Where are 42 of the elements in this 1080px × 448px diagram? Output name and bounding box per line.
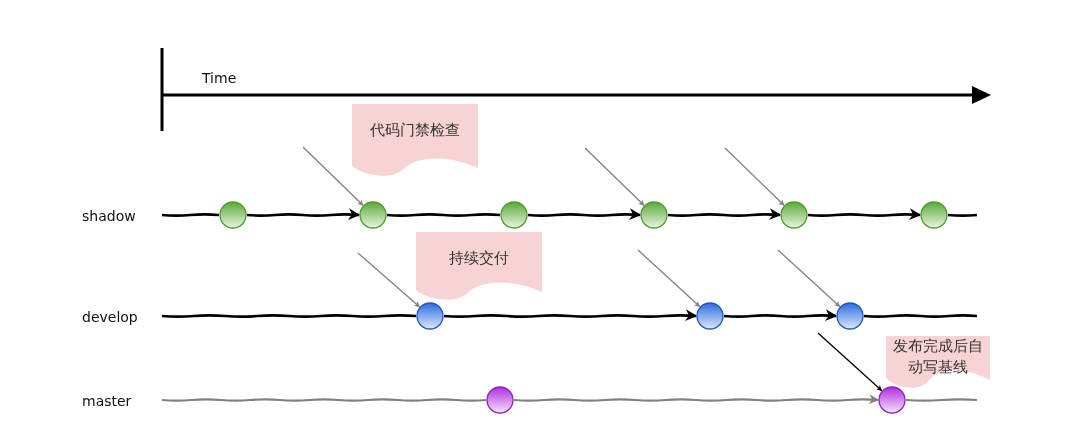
commit-circle <box>416 302 444 330</box>
lane-label: master <box>82 393 132 409</box>
commit-circle <box>500 201 528 229</box>
commit-circle <box>878 386 906 414</box>
commit-circle <box>920 201 948 229</box>
branch-line <box>807 208 922 220</box>
arrow <box>777 249 841 308</box>
arrow <box>302 146 364 206</box>
branch-line <box>527 208 642 220</box>
branch-line <box>667 208 782 220</box>
note-text: 持续交付 <box>448 248 510 269</box>
note-text: 代码门禁检查 <box>369 120 461 141</box>
branch-line <box>863 314 978 318</box>
lane-label: develop <box>82 309 138 325</box>
branch-line <box>905 398 978 402</box>
arrow <box>637 249 701 308</box>
branch-line <box>161 314 417 318</box>
branch-line <box>161 398 487 402</box>
commit-circle <box>696 302 724 330</box>
branch-line <box>947 213 978 217</box>
lane-label: shadow <box>82 208 136 224</box>
arrow <box>584 147 645 206</box>
arrow <box>817 332 883 392</box>
note-text: 发布完成后自动写基线 <box>892 336 984 378</box>
axis-label: Time <box>202 70 237 86</box>
note-shape <box>886 336 990 388</box>
branch-line <box>723 309 838 321</box>
note-shape <box>416 232 542 300</box>
commit-circle <box>780 201 808 229</box>
commit-circle <box>486 386 514 414</box>
commit-circle <box>219 201 247 229</box>
commit-circle <box>836 302 864 330</box>
arrow <box>724 147 785 206</box>
note-shape <box>352 104 478 176</box>
commit-circle <box>359 201 387 229</box>
branch-line <box>246 208 361 220</box>
branch-line <box>443 309 698 322</box>
commit-circle <box>640 201 668 229</box>
arrow <box>357 252 421 308</box>
branch-line <box>386 213 501 217</box>
branch-line <box>161 213 220 217</box>
branch-line <box>513 394 879 405</box>
